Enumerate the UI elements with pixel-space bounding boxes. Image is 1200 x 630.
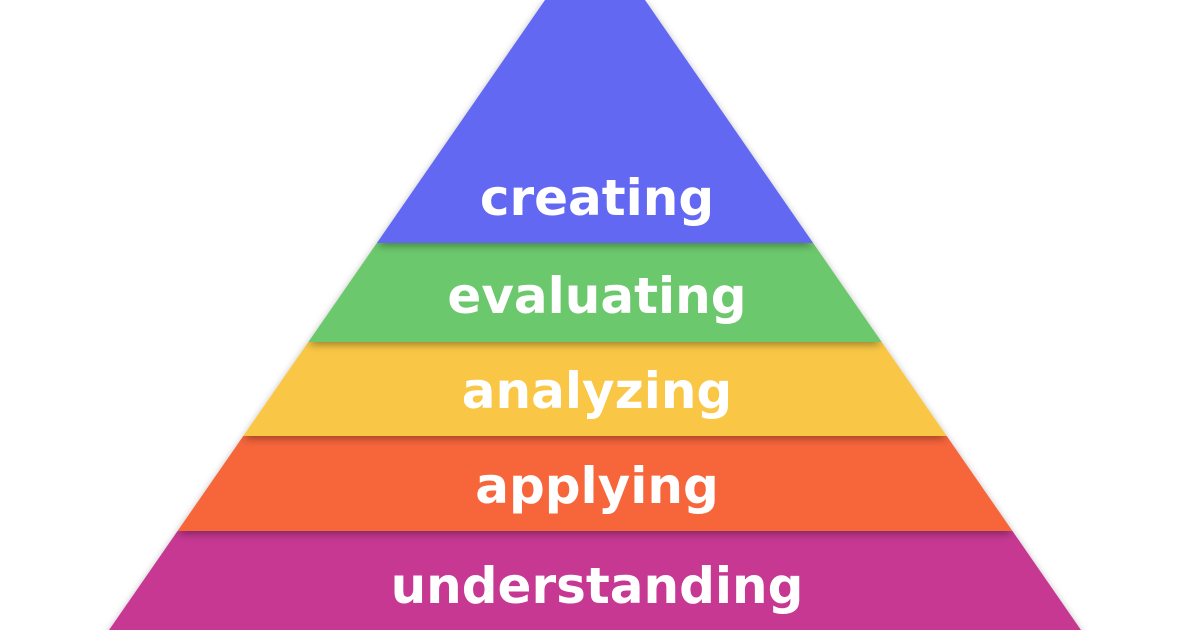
pyramid-level-understanding [109, 531, 1081, 630]
level-label-understanding: understanding [391, 557, 804, 615]
level-label-creating: creating [480, 169, 714, 227]
level-label-applying: applying [475, 457, 719, 515]
pyramid-level-evaluating [308, 243, 882, 342]
pyramid-level-analyzing [243, 342, 947, 436]
level-label-analyzing: analyzing [462, 362, 732, 420]
pyramid-level-applying [177, 436, 1013, 531]
pyramid-level-creating [376, 0, 814, 243]
level-label-evaluating: evaluating [447, 267, 746, 325]
